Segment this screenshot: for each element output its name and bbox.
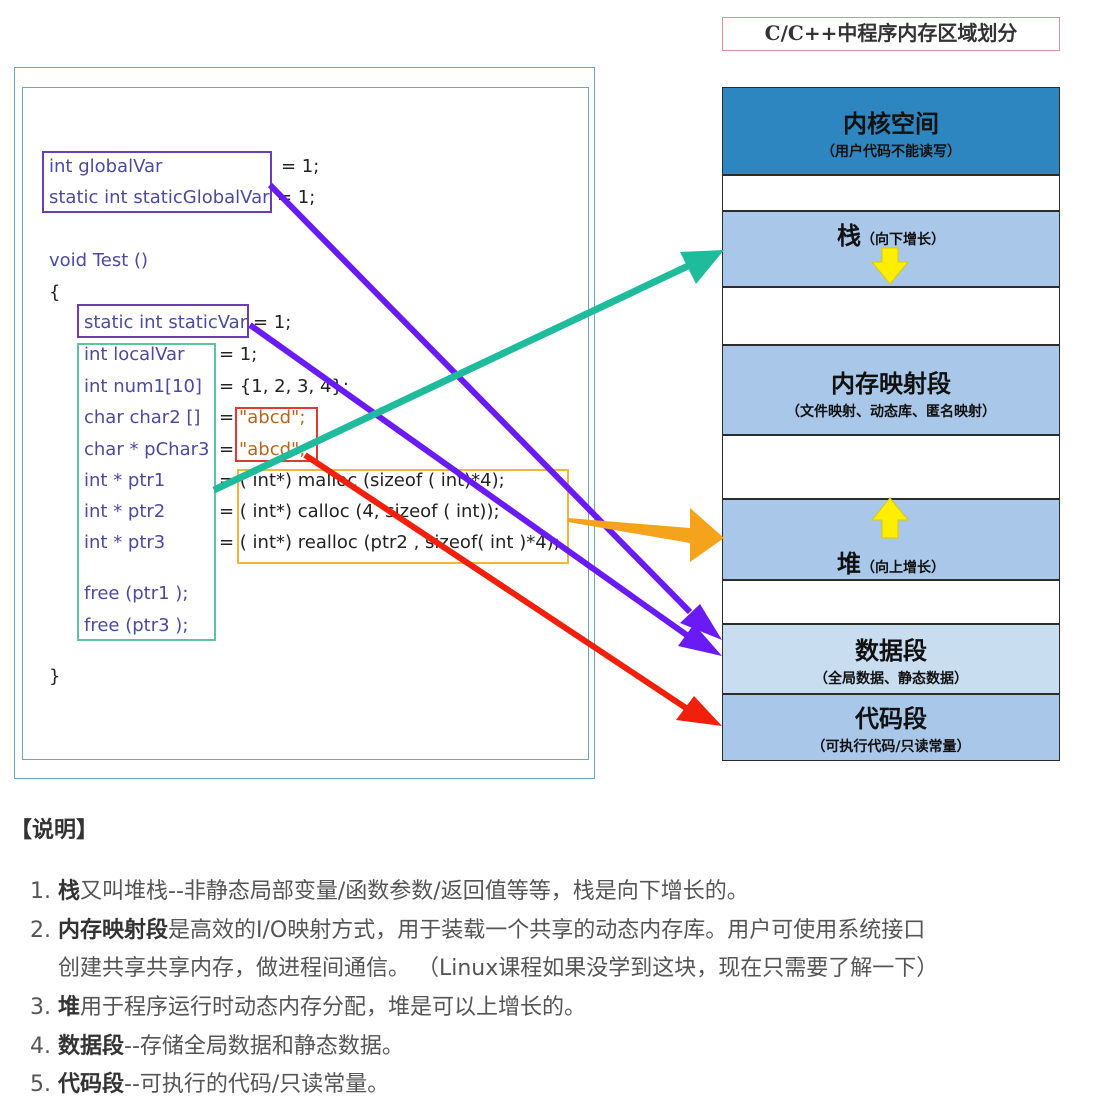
arrow-static-to-data-head — [678, 624, 722, 656]
item-number: 1. — [30, 879, 58, 904]
code-global-var-init: = 1; — [281, 156, 320, 177]
segment-heap-name: 堆 — [837, 549, 861, 578]
segment-gap-2 — [722, 287, 1060, 345]
code-free-ptr3: free (ptr3 ); — [84, 615, 189, 636]
arrow-local-to-stack-line — [212, 262, 690, 494]
code-ptr3-realloc: = ( int*) realloc (ptr2 , sizeof( int )*… — [219, 532, 560, 553]
item-number: 4. — [30, 1034, 58, 1059]
explanation-item-3: 3. 堆用于程序运行时动态内存分配，堆是可以上增长的。 — [30, 989, 586, 1021]
segment-stack-sub: （向下增长） — [861, 232, 945, 248]
arrow-heap-alloc-to-heap — [568, 508, 724, 562]
item-text: 是高效的I/O映射方式，用于装载一个共享的动态内存库。用户可使用系统接口 — [168, 918, 926, 943]
item-number: 5. — [30, 1072, 58, 1097]
item-number: 3. — [30, 995, 58, 1020]
item-text: 又叫堆栈--非静态局部变量/函数参数/返回值等等，栈是向下增长的。 — [80, 879, 749, 904]
item-number: 2. — [30, 918, 58, 943]
item-term: 内存映射段 — [57, 918, 168, 943]
segment-gap-4 — [722, 580, 1060, 624]
code-close-brace: } — [49, 666, 61, 687]
code-static-var: static int staticVar — [84, 312, 248, 333]
code-char2-str: "abcd"; — [239, 407, 306, 428]
arrow-global-to-data-line — [267, 182, 693, 615]
arrow-global-to-data-head — [680, 604, 722, 640]
code-local-var: int localVar — [84, 344, 185, 365]
arrow-string-to-code-line — [303, 452, 688, 711]
code-ptr3: int * ptr3 — [84, 532, 166, 553]
segment-data: 数据段 （全局数据、静态数据） — [722, 624, 1060, 694]
diagram-title: C/C++中程序内存区域划分 — [722, 17, 1060, 51]
item-text: 用于程序运行时动态内存分配，堆是可以上增长的。 — [80, 995, 587, 1020]
segment-mmap: 内存映射段 （文件映射、动态库、匿名映射） — [722, 345, 1060, 435]
segment-mmap-sub: （文件映射、动态库、匿名映射） — [786, 404, 996, 420]
segment-data-name: 数据段 — [855, 636, 927, 665]
segment-code-name: 代码段 — [855, 704, 927, 733]
code-char2: char char2 [] — [84, 407, 201, 428]
explanation-item-2: 2. 内存映射段是高效的I/O映射方式，用于装载一个共享的动态内存库。用户可使用… — [30, 912, 925, 944]
code-ptr1-malloc: = ( int*) malloc (sizeof ( int)*4); — [219, 470, 505, 491]
code-open-brace: { — [49, 282, 61, 303]
segment-kernel-name: 内核空间 — [843, 109, 939, 138]
arrow-static-to-data-line — [248, 322, 690, 639]
heap-growth-up-icon — [870, 497, 910, 539]
item-text: --存储全局数据和静态数据。 — [124, 1034, 404, 1059]
arrows-overlay — [212, 182, 910, 726]
segment-heap-sub: （向上增长） — [861, 560, 945, 576]
segment-stack-name: 栈 — [837, 221, 861, 250]
stack-growth-down-icon — [870, 247, 910, 285]
code-num1: int num1[10] — [84, 376, 202, 397]
explanation-item-2-continued: 创建共享共享内存，做进程间通信。 （Linux课程如果没学到这块，现在只需要了解… — [58, 956, 939, 981]
item-term: 栈 — [57, 879, 80, 904]
code-ptr2: int * ptr2 — [84, 501, 166, 522]
item-term: 代码段 — [57, 1072, 124, 1097]
arrow-string-to-code-head — [676, 696, 722, 726]
explanation-item-1: 1. 栈又叫堆栈--非静态局部变量/函数参数/返回值等等，栈是向下增长的。 — [30, 873, 749, 905]
code-ptr1: int * ptr1 — [84, 470, 166, 491]
segment-gap-1 — [722, 175, 1060, 211]
code-static-global-var: static int staticGlobalVar — [49, 187, 270, 208]
heap-alloc-box — [237, 469, 569, 564]
global-vars-box — [42, 151, 272, 213]
code-pchar3: char * pChar3 — [84, 439, 210, 460]
segment-code: 代码段 （可执行代码/只读常量） — [722, 694, 1060, 761]
code-pchar3-eq: = — [219, 439, 235, 460]
code-panel-inner — [22, 87, 589, 760]
code-func-signature: void Test () — [49, 250, 149, 271]
segment-mmap-name: 内存映射段 — [831, 369, 951, 398]
explanation-item-4: 4. 数据段--存储全局数据和静态数据。 — [30, 1028, 404, 1060]
segment-kernel-sub: （用户代码不能读写） — [821, 144, 961, 160]
code-char2-eq: = — [219, 407, 235, 428]
code-free-ptr1: free (ptr1 ); — [84, 583, 189, 604]
item-text: --可执行的代码/只读常量。 — [124, 1072, 390, 1097]
arrow-local-to-stack-head — [680, 250, 724, 284]
code-global-var: int globalVar — [49, 156, 163, 177]
segment-kernel: 内核空间 （用户代码不能读写） — [722, 87, 1060, 175]
segment-data-sub: （全局数据、静态数据） — [814, 671, 968, 687]
explanation-heading: 【说明】 — [10, 818, 99, 843]
static-var-box — [77, 304, 249, 338]
segment-code-sub: （可执行代码/只读常量） — [811, 739, 971, 755]
item-term: 堆 — [57, 995, 80, 1020]
code-local-var-init: = 1; — [219, 344, 258, 365]
code-panel-outer — [14, 67, 595, 779]
segment-gap-3 — [722, 435, 1060, 499]
item-term: 数据段 — [57, 1034, 124, 1059]
explanation-item-5: 5. 代码段--可执行的代码/只读常量。 — [30, 1066, 389, 1098]
